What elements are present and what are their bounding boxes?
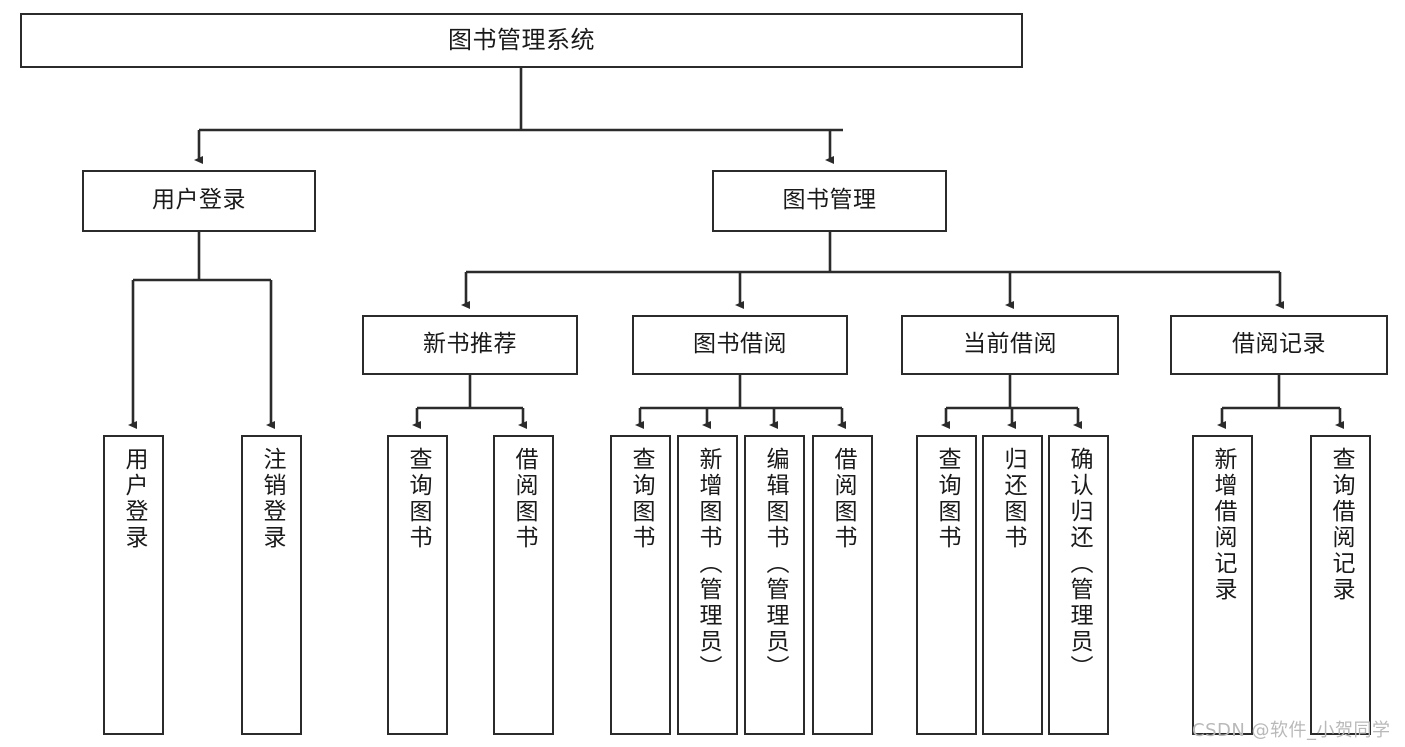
node-label: 查询图书 [405,447,431,551]
node-label: 借阅图书 [830,447,856,551]
leaf-return-book[interactable]: 归还图书 [982,435,1043,735]
leaf-borrow-book[interactable]: 借阅图书 [812,435,873,735]
node-book-borrow[interactable]: 图书借阅 [632,315,848,375]
node-label: 当前借阅 [963,331,1057,358]
node-label: 图书借阅 [693,331,787,358]
leaf-borrow-book-recommend[interactable]: 借阅图书 [493,435,554,735]
leaf-edit-book-admin[interactable]: 编辑图书（管理员） [744,435,805,735]
node-label: 新增图书（管理员） [695,447,721,681]
node-label: 图书管理系统 [448,26,595,55]
leaf-query-borrow-record[interactable]: 查询借阅记录 [1310,435,1371,735]
leaf-logout[interactable]: 注销登录 [241,435,302,735]
csdn-watermark: CSDN @软件_小贺同学 [1192,720,1391,741]
node-label: 查询借阅记录 [1328,447,1354,603]
node-current-borrow[interactable]: 当前借阅 [901,315,1119,375]
node-label: 用户登录 [121,447,147,551]
node-label: 新增借阅记录 [1210,447,1236,603]
node-label: 编辑图书（管理员） [762,447,788,681]
node-label: 图书管理 [782,187,877,214]
node-label: 新书推荐 [423,331,517,358]
node-label: 注销登录 [259,447,285,551]
leaf-query-book-borrow[interactable]: 查询图书 [610,435,671,735]
leaf-add-borrow-record[interactable]: 新增借阅记录 [1192,435,1253,735]
node-root-system[interactable]: 图书管理系统 [20,13,1023,68]
node-user-login[interactable]: 用户登录 [82,170,316,232]
node-label: 查询图书 [934,447,960,551]
node-label: 确认归还（管理员） [1066,447,1092,681]
leaf-query-book-recommend[interactable]: 查询图书 [387,435,448,735]
node-borrow-record[interactable]: 借阅记录 [1170,315,1388,375]
node-label: 用户登录 [152,187,246,214]
leaf-query-book-current[interactable]: 查询图书 [916,435,977,735]
leaf-confirm-return-admin[interactable]: 确认归还（管理员） [1048,435,1109,735]
node-label: 借阅图书 [511,447,537,551]
leaf-user-login[interactable]: 用户登录 [103,435,164,735]
node-new-book-recommend[interactable]: 新书推荐 [362,315,578,375]
node-label: 查询图书 [628,447,654,551]
node-label: 借阅记录 [1232,331,1326,358]
node-book-management[interactable]: 图书管理 [712,170,947,232]
node-label: 归还图书 [1000,447,1026,551]
leaf-add-book-admin[interactable]: 新增图书（管理员） [677,435,738,735]
